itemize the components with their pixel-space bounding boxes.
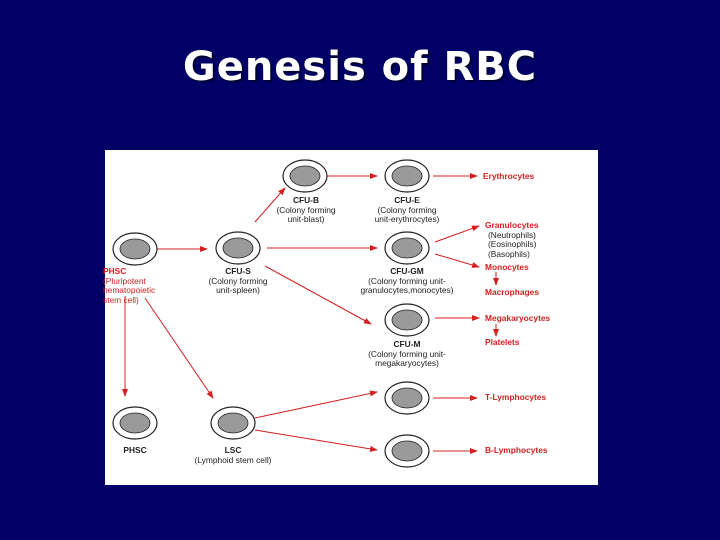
arrow-lsc-to-t-cell [254,390,378,419]
label-cfu-b: CFU-B (Colony forming unit-blast) [276,195,336,225]
output-monocytes: Monocytes [485,262,529,272]
label-lsc: LSC (Lymphoid stem cell) [194,445,272,465]
label-phsc-top: PHSC (Pluripotent hematopoietic stem cel… [103,266,156,305]
cell-phsc-bottom [112,406,158,440]
cell-cfu-m [384,303,430,337]
label-phsc-bottom: PHSC [123,445,147,455]
arrow-to-granulocytes [434,225,480,243]
output-b-lymphocytes: B-Lymphocytes [485,445,548,455]
cell-t-lymphocyte-precursor [384,381,430,415]
cell-b-lymphocyte-precursor [384,434,430,468]
output-platelets: Platelets [485,337,520,347]
output-megakaryocytes: Megakaryocytes [485,313,551,323]
label-cfu-gm: CFU-GM (Colony forming unit- granulocyte… [360,266,454,296]
output-granulocytes: Granulocytes (Neutrophils) (Eosinophils)… [485,220,539,259]
cell-phsc-top [112,232,158,266]
hematopoiesis-diagram: PHSC (Pluripotent hematopoietic stem cel… [103,150,598,485]
cell-cfu-b [282,159,328,193]
output-erythrocytes: Erythrocytes [483,171,535,181]
label-cfu-e: CFU-E (Colony forming unit-erythrocytes) [374,195,440,225]
output-macrophages: Macrophages [485,287,539,297]
slide-title: Genesis of RBC [182,44,538,90]
cell-lsc [210,406,256,440]
label-cfu-s: CFU-S (Colony forming unit-spleen) [208,266,268,296]
arrow-cfus-to-cfum [264,265,372,325]
arrow-to-monocytes [434,253,480,268]
arrow-phsc-to-lsc [144,297,214,399]
label-cfu-m: CFU-M (Colony forming unit- megakaryocyt… [368,339,446,369]
diagram-canvas [112,159,499,468]
output-t-lymphocytes: T-Lymphocytes [485,392,547,402]
arrow-group [122,173,499,454]
cell-cfu-e [384,159,430,193]
cell-cfu-gm [384,231,430,265]
cell-cfu-s [215,231,261,265]
arrow-cfus-to-cfub [254,187,286,223]
arrow-lsc-to-b-cell [254,429,378,452]
